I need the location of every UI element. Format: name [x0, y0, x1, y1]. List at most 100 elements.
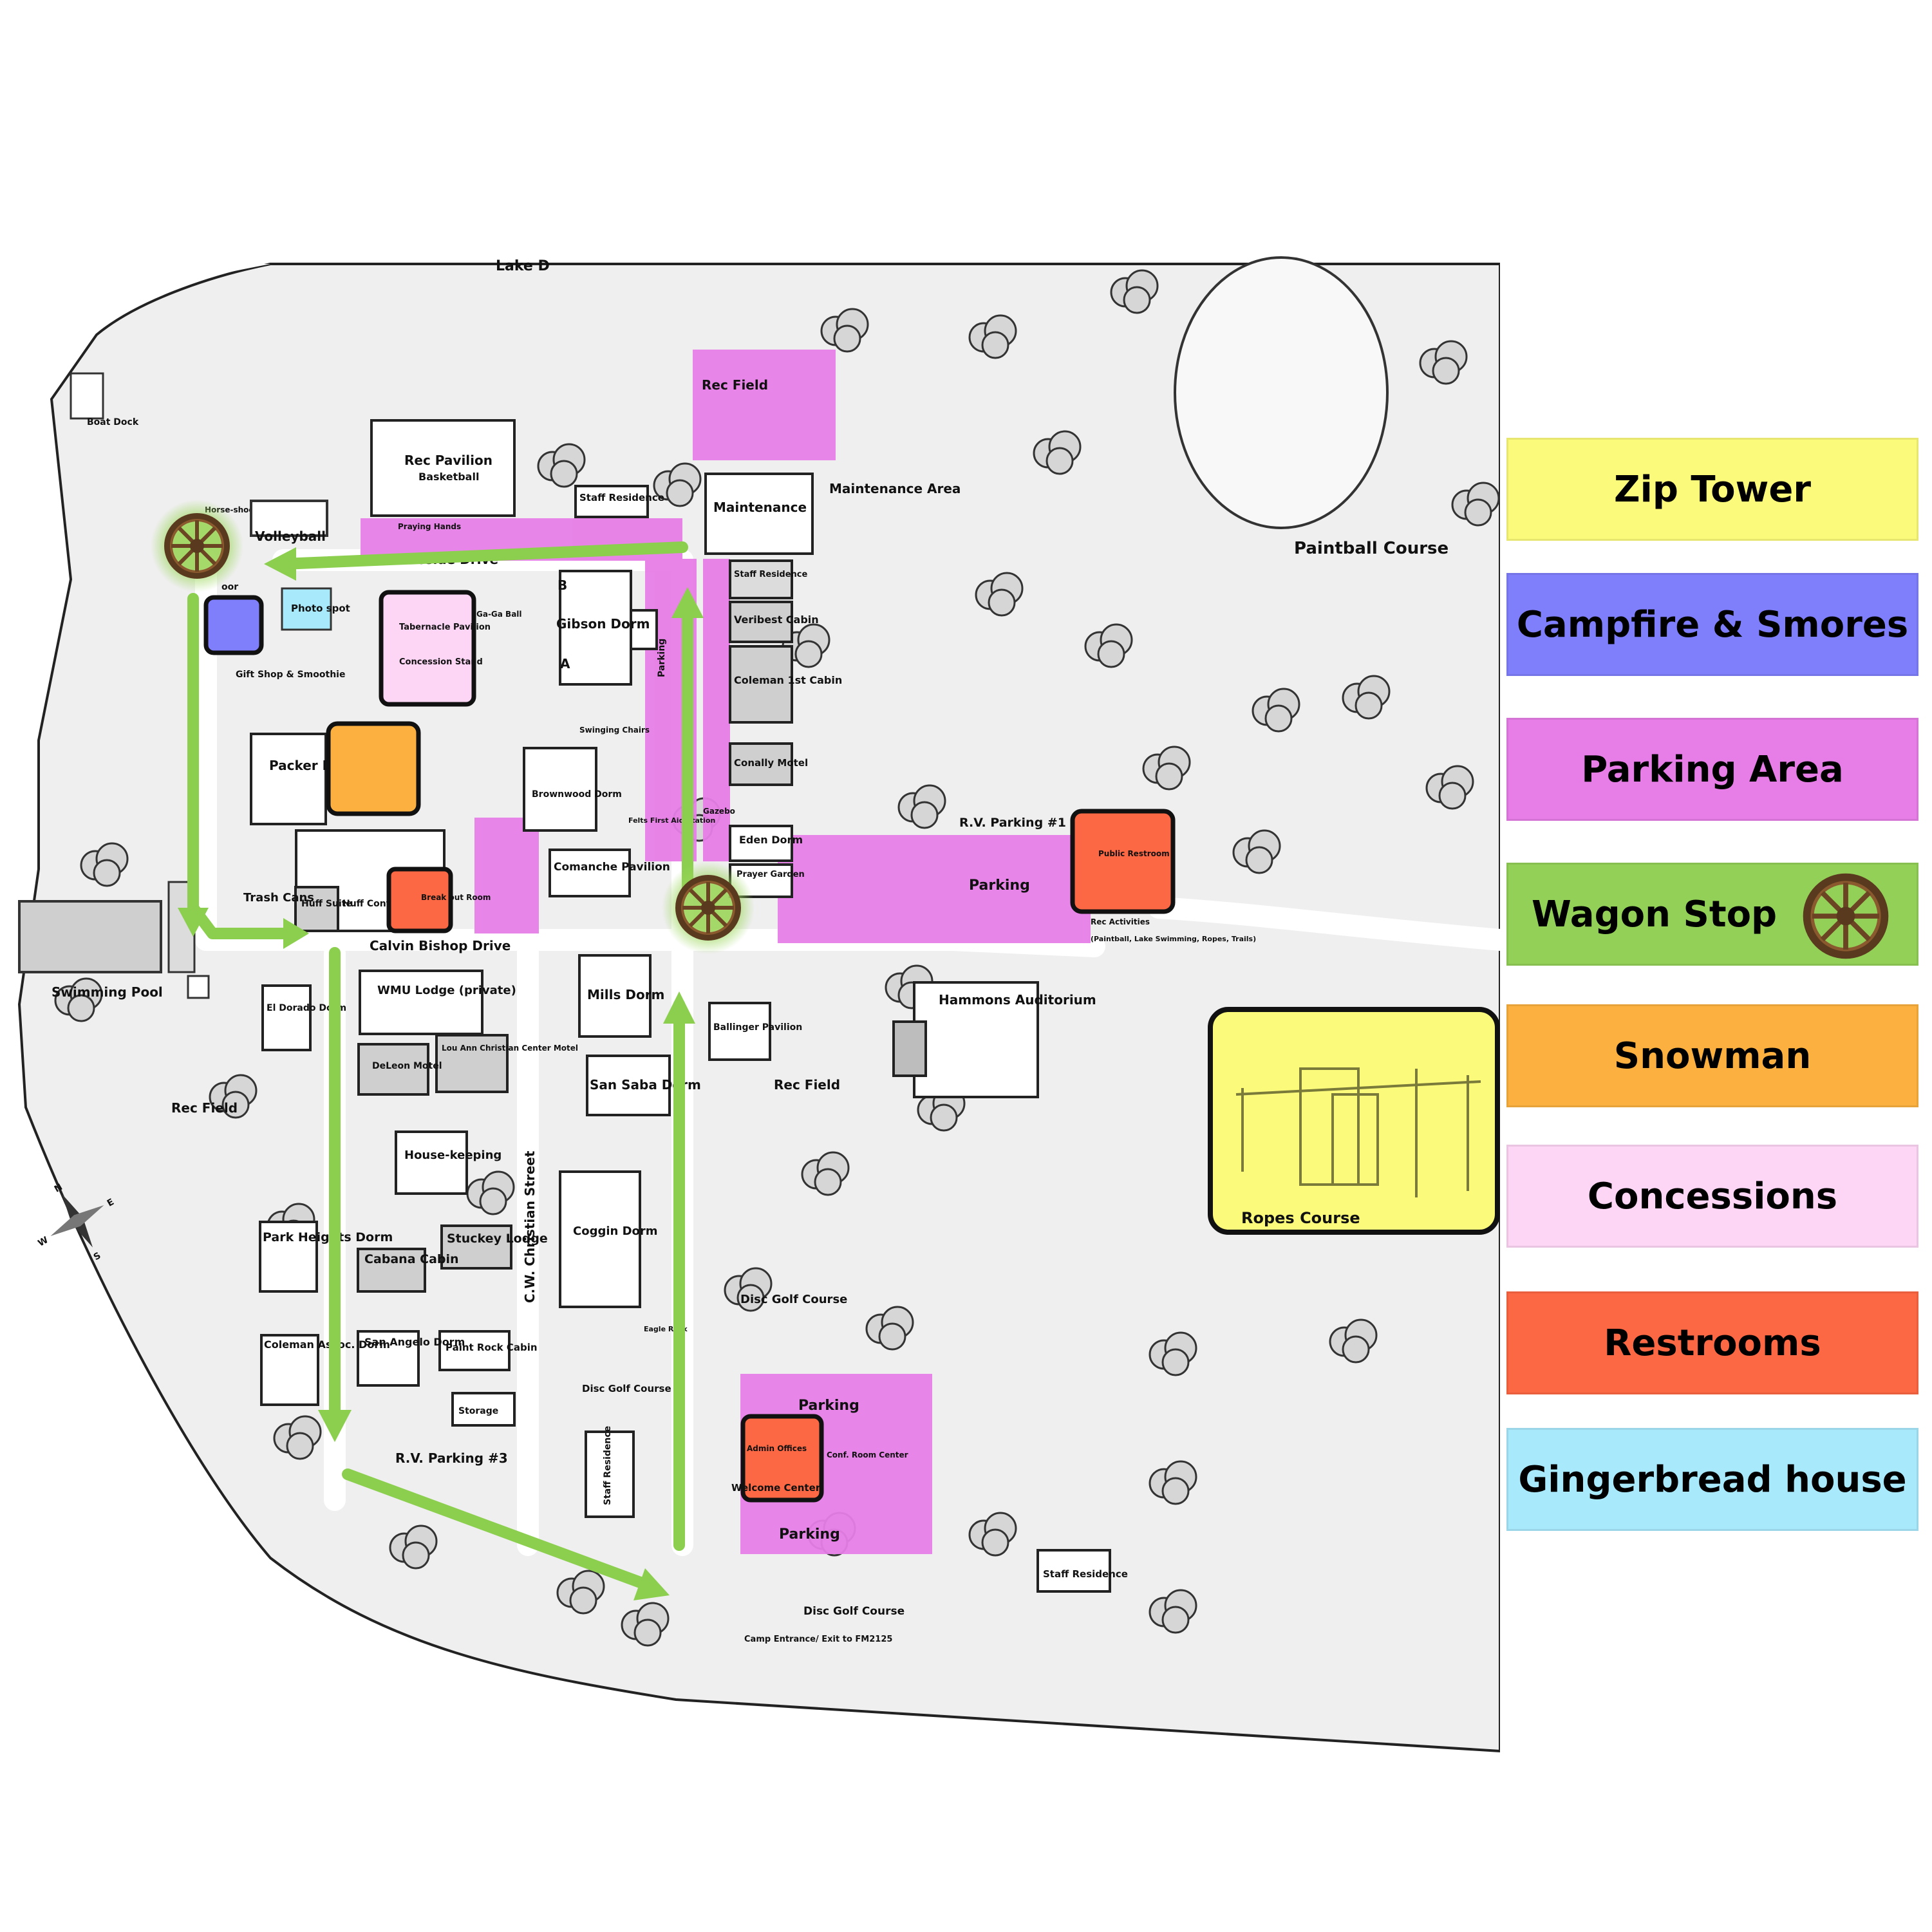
legend-label: Restrooms [1604, 1322, 1821, 1364]
lou-ann-label: Lou Ann Christian Center Motel [442, 1044, 578, 1053]
lake [0, 264, 270, 348]
park-heights-label: Park Heights Dorm [263, 1230, 393, 1244]
cabana-label: Cabana Cabin [364, 1252, 459, 1266]
legend-campfire: Campfire & Smores [1506, 573, 1918, 676]
ropes-course-sketch [1235, 1067, 1481, 1197]
staff-residence-4-label: Staff Residence [1043, 1568, 1128, 1580]
wagon-stop-icon [151, 500, 243, 592]
basketball-label: Basketball [418, 471, 479, 483]
el-dorado-label: El Dorado Dorm [267, 1003, 346, 1013]
parking-vertical-label: Parking [657, 639, 667, 677]
wagon-stop-icon [662, 861, 755, 954]
first-aid-label: Felts First Aid Station [628, 816, 715, 825]
boat-dock-label: Boat Dock [87, 417, 139, 427]
concessions-marker [379, 590, 476, 707]
disc-golf-3-label: Disc Golf Course [803, 1605, 905, 1618]
legend-parking: Parking Area [1506, 718, 1918, 821]
coggin-dorm-label: Coggin Dorm [573, 1224, 658, 1238]
eden-dorm-label: Eden Dorm [739, 834, 803, 846]
legend-concessions: Concessions [1506, 1145, 1918, 1248]
housekeeping-label: House-keeping [404, 1149, 502, 1162]
rec-activities-detail: (Paintball, Lake Swimming, Ropes, Trails… [1091, 935, 1256, 943]
swimming-pool [18, 900, 162, 973]
svg-text:W: W [36, 1235, 50, 1249]
breakout-room-label: Break out Room [421, 893, 491, 902]
ropes-course-label: Ropes Course [1241, 1209, 1360, 1227]
boat-dock [70, 372, 104, 420]
gazebo-label: Gazebo [703, 807, 735, 816]
tabernacle-label: Tabernacle Pavilion [399, 623, 491, 632]
gaga-ball-label: Ga-Ga Ball [476, 610, 522, 619]
staff-residence-top-label: Staff Residence [579, 492, 664, 503]
veribest-cabin-label: Veribest Cabin [734, 614, 819, 626]
stuckey-label: Stuckey Lodge [447, 1232, 548, 1246]
swimming-pool-label: Swimming Pool [52, 984, 163, 1000]
road-top-label: Lake D [496, 258, 550, 274]
wmu-lodge-label: WMU Lodge (private) [377, 984, 516, 997]
staff-residence-2-label: Staff Residence [734, 570, 808, 579]
rec-activities-label: Rec Activities [1091, 917, 1150, 926]
public-restroom-label: Public Restroom [1098, 849, 1170, 858]
paint-rock-label: Paint Rock Cabin [445, 1342, 538, 1353]
gibson-a-label: A [560, 656, 570, 671]
mills-dorm-label: Mills Dorm [587, 987, 664, 1002]
comanche-pavilion-label: Comanche Pavilion [554, 861, 670, 874]
parking-welcome-top-label: Parking [798, 1398, 859, 1414]
campfire-smores-marker [203, 595, 264, 655]
san-angelo-label: San Angelo Dorm [364, 1336, 465, 1348]
admin-offices-label: Admin Offices [747, 1444, 807, 1453]
paintball-course-label: Paintball Course [1294, 539, 1449, 558]
legend-label: Gingerbread house [1518, 1458, 1907, 1501]
deleon-motel-label: DeLeon Motel [372, 1061, 442, 1071]
outdoor-label: oor [221, 582, 238, 592]
concession-stand-label: Concession Stand [399, 657, 483, 667]
rv-parking-1-label: R.V. Parking #1 [959, 816, 1066, 830]
legend-restrooms: Restrooms [1506, 1291, 1918, 1394]
welcome-center-label: Welcome Center [731, 1482, 821, 1494]
wagon-route [187, 541, 693, 1590]
legend-label: Zip Tower [1614, 468, 1811, 511]
disc-golf-1-label: Disc Golf Course [740, 1293, 847, 1306]
coleman-cabin-label: Coleman 1st Cabin [734, 674, 842, 686]
rv-parking-3-label: R.V. Parking #3 [395, 1450, 508, 1466]
trash-cans-label: Trash Cans [243, 891, 314, 905]
wagon-wheel-icon [1803, 873, 1889, 959]
swinging-chairs-label: Swinging Chairs [579, 726, 650, 735]
parking-main-label: Parking [969, 877, 1030, 894]
maintenance-area-label: Maintenance Area [829, 481, 961, 496]
conally-motel-label: Conally Motel [734, 757, 808, 769]
gibson-dorm-label: Gibson Dorm [556, 616, 650, 632]
buildings [250, 419, 1111, 1593]
disc-golf-2-label: Disc Golf Course [582, 1383, 671, 1394]
brownwood-dorm-label: Brownwood Dorm [532, 789, 622, 800]
legend-label: Snowman [1613, 1035, 1812, 1077]
pool-restroom-sign [187, 975, 210, 999]
calvin-drive-label: Calvin Bishop Drive [370, 938, 511, 953]
restroom-marker-admin [740, 1414, 824, 1503]
legend-wagon-stop: Wagon Stop [1506, 863, 1918, 966]
legend-zip-tower: Zip Tower [1506, 438, 1918, 541]
volleyball-label: Volleyball [255, 529, 326, 544]
conf-room-label: Conf. Room Center [827, 1450, 908, 1459]
gift-shop-label: Gift Shop & Smoothie [236, 670, 345, 680]
rec-field-top-label: Rec Field [702, 377, 768, 393]
maintenance-label: Maintenance [713, 500, 807, 515]
prayer-garden-label: Prayer Garden [736, 870, 805, 879]
coleman-assoc-label: Coleman Assoc. Dorm [264, 1338, 390, 1351]
rec-field-mid-label: Rec Field [774, 1077, 840, 1093]
snowman-marker [326, 721, 421, 816]
legend-gingerbread: Gingerbread house [1506, 1428, 1918, 1531]
staff-residence-3-label: Staff Residence [603, 1426, 613, 1505]
wagon-route-arrowheads [178, 547, 704, 1600]
parking-welcome-bottom-label: Parking [779, 1526, 840, 1543]
ballinger-label: Ballinger Pavilion [713, 1022, 802, 1033]
legend-label: Campfire & Smores [1516, 603, 1909, 646]
photo-spot-marker [281, 587, 332, 631]
rec-field-left-label: Rec Field [171, 1100, 238, 1116]
cw-christian-label: C.W. Christian Street [522, 1150, 538, 1303]
photo-spot-label: Photo spot [291, 603, 350, 614]
legend-label: Parking Area [1581, 748, 1844, 791]
volleyball-court [250, 500, 328, 537]
camp-map: Paintball Course Boat Dock Lake D Swimmi… [0, 256, 1500, 1753]
huff-suite-label: Huff Suite [301, 899, 352, 909]
